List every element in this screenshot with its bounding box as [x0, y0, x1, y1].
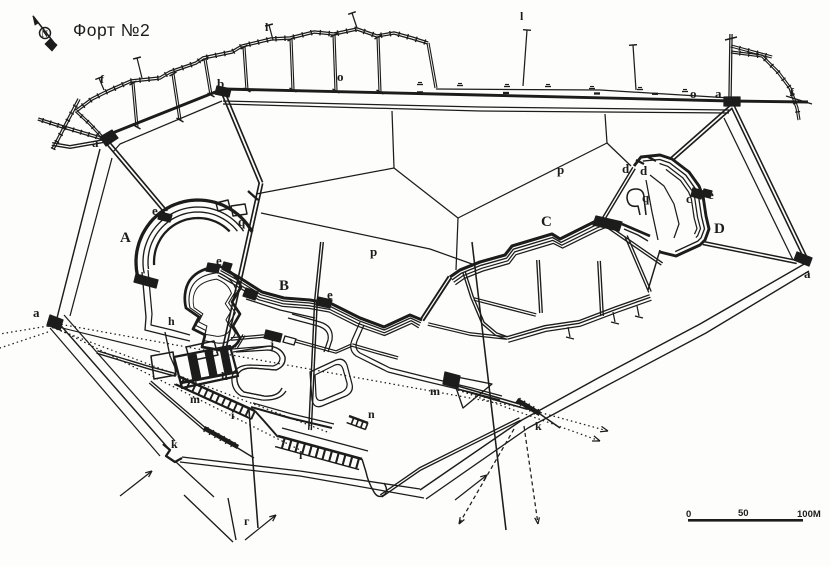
svg-text:c: c — [686, 191, 692, 206]
svg-text:o: o — [337, 69, 344, 84]
svg-text:i: i — [299, 448, 303, 462]
svg-text:B: B — [279, 278, 289, 294]
svg-text:k: k — [171, 437, 178, 451]
svg-text:e: e — [216, 253, 222, 268]
svg-text:A: A — [120, 230, 131, 246]
svg-text:b: b — [217, 76, 224, 91]
svg-text:q: q — [642, 190, 650, 205]
svg-text:Форт №2: Форт №2 — [73, 20, 150, 40]
svg-text:m: m — [190, 392, 200, 406]
svg-text:50: 50 — [738, 508, 749, 519]
svg-text:p: p — [557, 162, 564, 177]
svg-text:o: o — [690, 86, 697, 101]
svg-text:N: N — [42, 29, 49, 39]
svg-text:0: 0 — [686, 509, 691, 520]
svg-text:i: i — [231, 408, 235, 422]
svg-text:p: p — [370, 244, 377, 259]
svg-text:e: e — [152, 203, 158, 218]
svg-text:h: h — [221, 369, 228, 383]
svg-text:m: m — [430, 384, 440, 398]
svg-text:l: l — [520, 9, 524, 23]
svg-text:a: a — [92, 135, 99, 150]
svg-text:d: d — [622, 161, 630, 176]
svg-text:j: j — [269, 337, 274, 351]
svg-text:h: h — [168, 314, 175, 328]
svg-text:100M: 100M — [797, 509, 821, 520]
svg-text:f: f — [100, 72, 105, 86]
svg-text:k: k — [535, 419, 542, 433]
svg-text:D: D — [714, 221, 725, 237]
svg-text:n: n — [368, 407, 375, 421]
svg-text:a: a — [33, 305, 40, 320]
svg-text:e: e — [327, 287, 333, 302]
svg-text:f: f — [790, 85, 795, 99]
svg-text:C: C — [541, 214, 552, 230]
svg-text:l: l — [265, 20, 269, 34]
svg-text:e: e — [708, 187, 714, 202]
svg-text:a: a — [804, 266, 811, 281]
svg-text:q: q — [238, 214, 246, 229]
svg-text:d: d — [640, 163, 648, 178]
svg-text:a: a — [715, 86, 722, 101]
svg-text:г: г — [244, 514, 250, 528]
